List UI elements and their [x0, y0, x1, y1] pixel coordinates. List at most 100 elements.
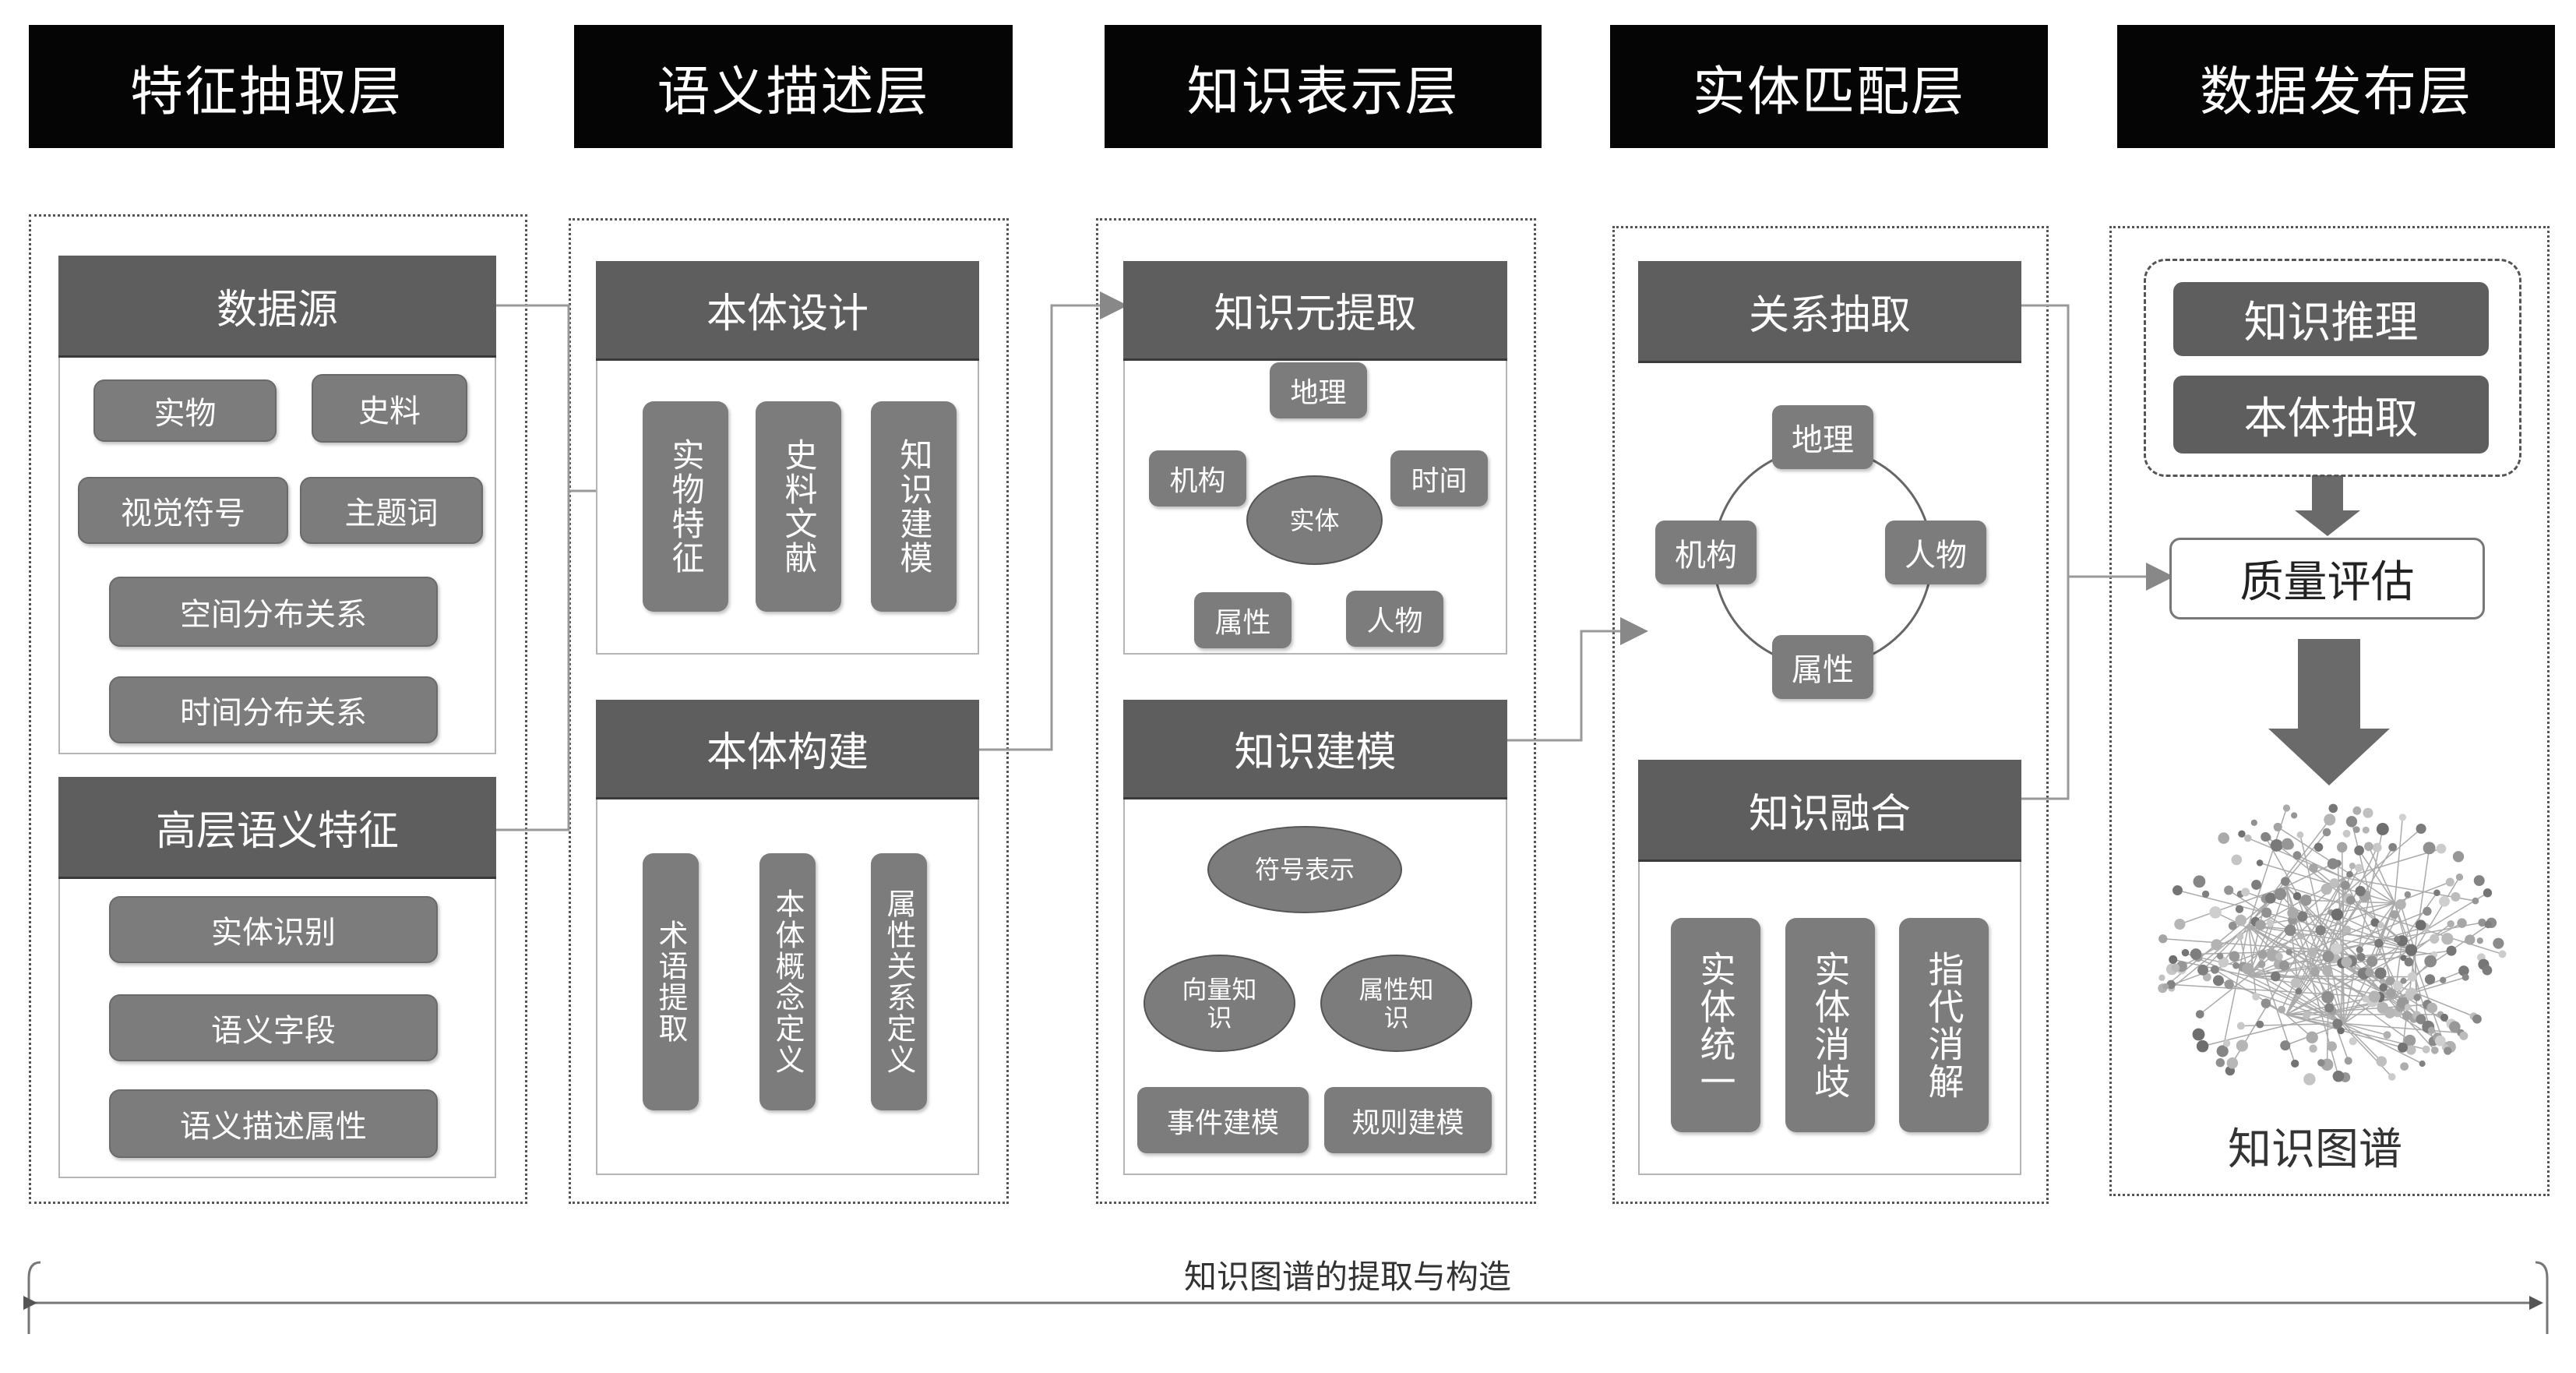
graph-node — [2439, 895, 2450, 907]
node-visual-symbol: 视觉符号 — [78, 477, 288, 544]
graph-node — [2211, 939, 2222, 951]
knowledge-extraction-title: 知识元提取 — [1123, 261, 1507, 361]
graph-node — [2364, 842, 2373, 852]
graph-node — [2465, 934, 2476, 945]
graph-node — [2173, 885, 2183, 896]
graph-node — [2346, 870, 2353, 878]
graph-node — [2324, 1003, 2335, 1013]
graph-link — [2171, 983, 2395, 999]
graph-link — [2400, 904, 2416, 951]
graph-node — [2478, 918, 2486, 927]
graph-node — [2226, 1057, 2239, 1069]
node-semantic-attribute: 语义描述属性 — [109, 1089, 438, 1158]
ontology-build-title: 本体构建 — [596, 700, 979, 799]
node-spatial-distribution: 空间分布关系 — [109, 577, 438, 647]
graph-node — [2181, 948, 2190, 957]
graph-link — [2343, 1022, 2387, 1036]
graph-node — [2278, 960, 2290, 971]
graph-node — [2297, 911, 2308, 922]
header-knowledge-representation: 知识表示层 — [1105, 25, 1542, 148]
reasoning-group — [2144, 259, 2521, 477]
graph-node — [2261, 831, 2271, 842]
graph-node — [2235, 905, 2244, 913]
header-semantic-description: 语义描述层 — [574, 25, 1013, 148]
graph-node — [2252, 993, 2261, 1001]
graph-node — [2385, 976, 2395, 986]
node-concept-definition: 本体概念定义 — [759, 853, 816, 1110]
header-data-publishing: 数据发布层 — [2117, 25, 2555, 148]
graph-node — [2264, 892, 2276, 904]
node-person-2: 人物 — [1885, 521, 1986, 584]
graph-node — [2310, 967, 2320, 977]
graph-node — [2383, 1031, 2391, 1039]
node-entity-disambiguation: 实体消歧 — [1785, 918, 1875, 1132]
graph-node — [2218, 832, 2230, 844]
node-symbolic-representation: 符号表示 — [1207, 826, 1402, 913]
graph-node — [2393, 980, 2403, 991]
graph-link — [2414, 848, 2430, 951]
graph-node — [2232, 962, 2239, 969]
graph-node — [2404, 1004, 2412, 1011]
graph-node — [2255, 919, 2266, 930]
graph-link — [2214, 969, 2287, 1015]
node-organization-2: 机构 — [1655, 521, 1757, 584]
graph-node — [2365, 968, 2374, 977]
graph-node — [2216, 1045, 2229, 1057]
graph-node — [2362, 995, 2370, 1003]
graph-node — [2251, 880, 2261, 890]
graph-link — [2368, 846, 2395, 904]
graph-node — [2330, 943, 2342, 955]
graph-node — [2235, 914, 2247, 927]
node-person: 人物 — [1346, 591, 1443, 647]
graph-node — [2376, 823, 2389, 835]
graph-node — [2328, 803, 2338, 814]
graph-link — [2343, 1023, 2382, 1062]
graph-node — [2352, 826, 2360, 834]
graph-node — [2292, 851, 2302, 860]
graph-node — [2322, 965, 2333, 976]
graph-link — [2279, 893, 2330, 951]
node-entity-center: 实体 — [1246, 475, 1383, 565]
graph-node — [2174, 918, 2186, 930]
graph-link — [2394, 817, 2404, 904]
graph-node — [2366, 955, 2378, 967]
graph-node — [2345, 816, 2358, 828]
graph-node — [2317, 1059, 2325, 1067]
graph-node — [2210, 965, 2219, 974]
graph-node — [2356, 952, 2366, 962]
graph-node — [2424, 974, 2436, 985]
node-artifact-feature: 实物特征 — [643, 401, 728, 612]
graph-node — [2309, 1044, 2317, 1053]
graph-node — [2158, 934, 2168, 944]
graph-node — [2281, 877, 2290, 886]
graph-link — [2394, 902, 2446, 1048]
graph-node — [2270, 971, 2281, 982]
graph-node — [2166, 979, 2176, 990]
graph-node — [2256, 1020, 2264, 1029]
graph-node — [2332, 1070, 2345, 1082]
graph-node — [2331, 909, 2344, 921]
graph-node — [2300, 895, 2312, 906]
graph-node — [2406, 1045, 2416, 1055]
ontology-design-title: 本体设计 — [596, 261, 979, 361]
graph-node — [2295, 987, 2303, 995]
graph-node — [2419, 1061, 2426, 1068]
node-historical-material: 史料 — [312, 374, 467, 443]
graph-node — [2455, 873, 2464, 881]
graph-node — [2192, 1028, 2205, 1041]
graph-node — [2484, 920, 2492, 929]
graph-link — [2343, 892, 2438, 1024]
graph-node — [2472, 1014, 2482, 1024]
graph-node — [2278, 1005, 2286, 1014]
graph-node — [2346, 895, 2356, 905]
footer-caption: 知识图谱的提取与构造 — [1184, 1258, 1512, 1296]
graph-node — [2327, 1041, 2337, 1052]
graph-node — [2440, 1013, 2449, 1022]
graph-node — [2457, 918, 2467, 928]
graph-link — [2232, 877, 2345, 1064]
graph-node — [2398, 814, 2406, 821]
graph-node — [2322, 951, 2335, 963]
graph-link — [2222, 925, 2250, 963]
node-attribute-2: 属性 — [1772, 635, 1873, 699]
graph-node — [2368, 990, 2380, 1003]
